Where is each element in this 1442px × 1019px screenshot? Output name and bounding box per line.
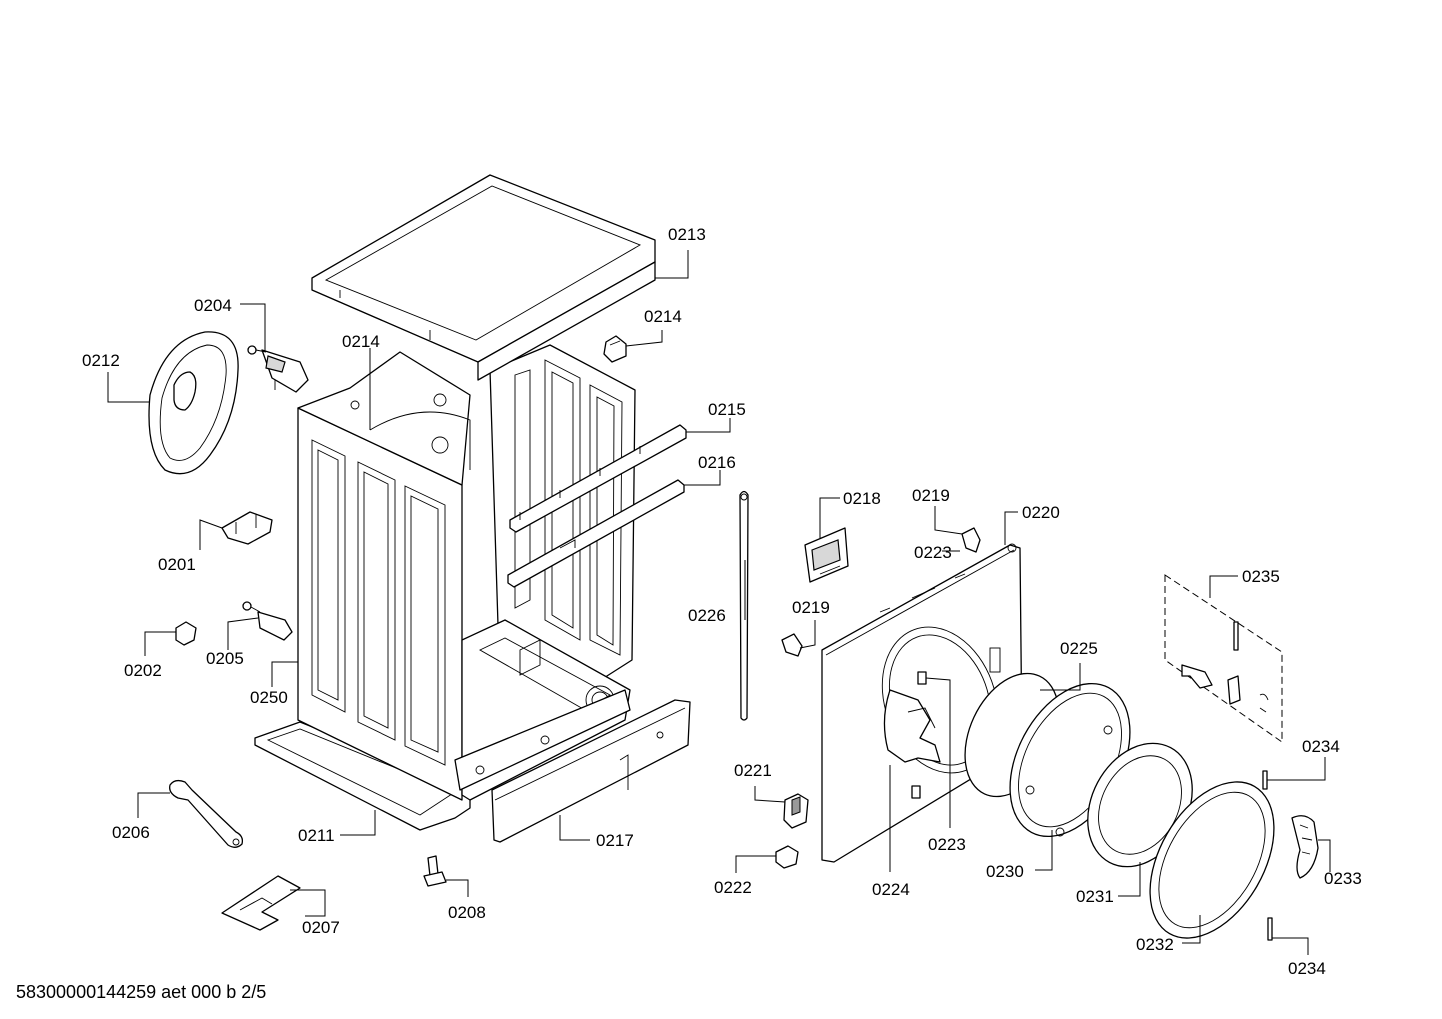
label-0202: 0202	[124, 661, 162, 680]
pin-0223-lower-part	[911, 785, 921, 799]
part-0221	[783, 793, 809, 829]
door-outer-ring-0232-part	[1149, 781, 1275, 939]
label-0218: 0218	[843, 489, 881, 508]
label-0204: 0204	[194, 296, 232, 315]
label-0223-lower: 0223	[928, 835, 966, 854]
label-0226: 0226	[688, 606, 726, 625]
part-0204	[247, 345, 309, 393]
pin-0234-lower-part	[1267, 917, 1273, 941]
label-0219-lower: 0219	[792, 598, 830, 617]
clip-0214-part	[603, 335, 627, 363]
worktop-part	[311, 174, 656, 381]
hinge-0224-part	[883, 689, 941, 763]
label-0215: 0215	[708, 400, 746, 419]
label-0235: 0235	[1242, 567, 1280, 586]
label-0220: 0220	[1022, 503, 1060, 522]
label-0213: 0213	[668, 225, 706, 244]
cap-0202-part	[175, 621, 197, 646]
label-0216: 0216	[698, 453, 736, 472]
cabinet-part	[254, 344, 636, 831]
label-0223-upper: 0223	[914, 543, 952, 562]
part-0205	[242, 601, 293, 641]
clip-0219-upper-part	[961, 527, 981, 553]
label-0208: 0208	[448, 903, 486, 922]
label-0212: 0212	[82, 351, 120, 370]
label-0207: 0207	[302, 918, 340, 937]
module-0218-part	[804, 527, 849, 583]
plate-0207-part	[221, 875, 301, 931]
cap-0222-part	[775, 845, 799, 869]
leader-lines	[107, 250, 1331, 955]
handle-0233-part	[1291, 815, 1319, 879]
label-0217: 0217	[596, 831, 634, 850]
label-0222: 0222	[714, 878, 752, 897]
label-0231: 0231	[1076, 887, 1114, 906]
kick-plate-0217-part	[491, 699, 691, 843]
wrench-0206-part	[169, 779, 244, 848]
bracket-0201-part	[221, 511, 273, 545]
label-0225: 0225	[1060, 639, 1098, 658]
kit-0235-part	[1164, 574, 1283, 743]
label-0214-lower: 0214	[342, 332, 380, 351]
label-0219-upper: 0219	[912, 486, 950, 505]
label-0233: 0233	[1324, 869, 1362, 888]
label-0205: 0205	[206, 649, 244, 668]
rail-0216-part	[507, 479, 685, 588]
label-0206: 0206	[112, 823, 150, 842]
part-labels: 0213 0204 0212 0214 0214 0215 0216 0201 …	[82, 225, 1362, 978]
label-0224: 0224	[872, 880, 910, 899]
label-0214-upper: 0214	[644, 307, 682, 326]
cover-plate-0212-part	[148, 331, 239, 475]
pin-0223-upper-part	[917, 671, 927, 685]
hose-0226-part	[739, 490, 749, 721]
label-0232: 0232	[1136, 935, 1174, 954]
label-0250: 0250	[250, 688, 288, 707]
document-reference: 58300000144259 aet 000 b 2/5	[16, 982, 266, 1002]
rail-0215-part	[509, 424, 687, 533]
clip-0219-lower-part	[781, 633, 803, 657]
label-0211: 0211	[298, 826, 335, 845]
pin-0234-upper-part	[1262, 770, 1268, 790]
foot-0208-part	[423, 855, 447, 887]
label-0221: 0221	[734, 761, 772, 780]
label-0234-lower: 0234	[1288, 959, 1326, 978]
label-0201: 0201	[158, 555, 196, 574]
label-0230: 0230	[986, 862, 1024, 881]
label-0234-upper: 0234	[1302, 737, 1340, 756]
